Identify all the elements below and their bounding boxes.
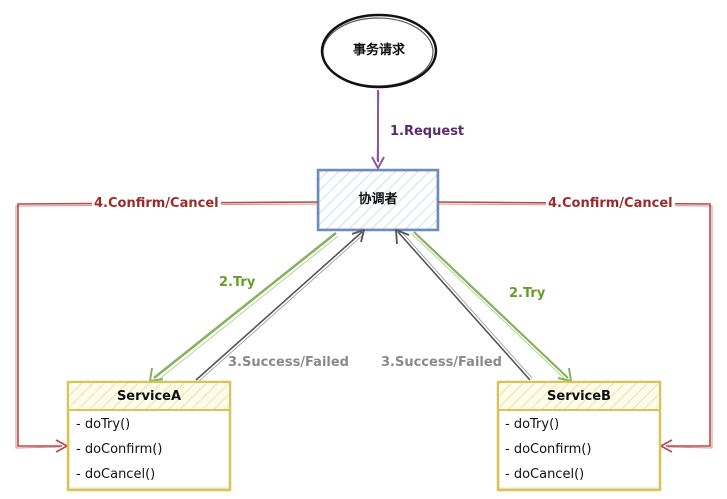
success-left-label: 3.Success/Failed: [228, 355, 349, 370]
start-node-label: 事务请求: [352, 43, 405, 58]
service-b-title: ServiceB: [547, 389, 611, 404]
try-left-label: 2.Try: [219, 275, 256, 290]
service-a-method-confirm: - doConfirm(): [76, 442, 163, 457]
success-right-arrow: [395, 229, 533, 381]
success-left-arrow: [195, 229, 365, 383]
coordinator-node: [316, 168, 440, 232]
service-a-method-cancel: - doCancel(): [76, 467, 156, 482]
service-b-method-cancel: - doCancel(): [505, 467, 585, 482]
service-b-method-try: - doTry(): [505, 417, 560, 432]
confirm-cancel-right-label: 4.Confirm/Cancel: [546, 196, 675, 212]
service-b-node: [496, 380, 662, 492]
service-b-method-confirm: - doConfirm(): [505, 442, 592, 457]
success-right-label: 3.Success/Failed: [381, 355, 502, 370]
start-node: [320, 13, 438, 89]
service-a-node: [66, 380, 232, 492]
service-a-method-try: - doTry(): [76, 417, 131, 432]
request-arrow: [371, 90, 385, 169]
confirm-cancel-left-label: 4.Confirm/Cancel: [92, 196, 221, 212]
request-label: 1.Request: [390, 124, 465, 139]
service-a-title: ServiceA: [116, 389, 182, 404]
try-right-label: 2.Try: [509, 286, 546, 301]
coordinator-label: 协调者: [358, 192, 398, 207]
